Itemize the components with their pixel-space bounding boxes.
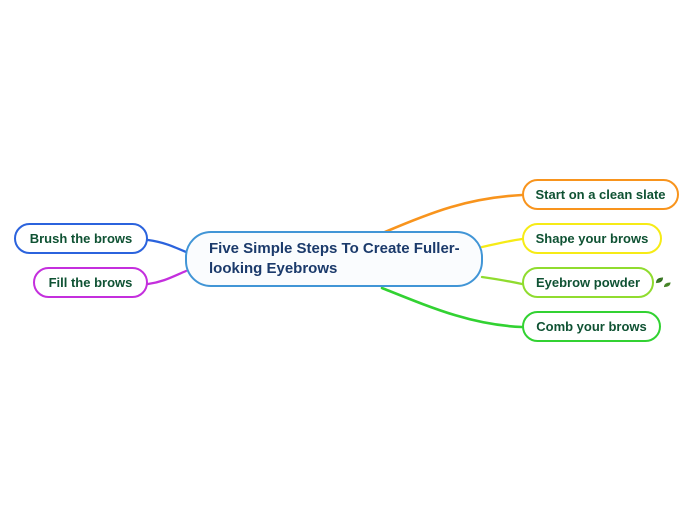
node-label: Comb your brows [536,319,647,334]
node-fill-the-brows[interactable]: Fill the brows [33,267,148,298]
root-node[interactable]: Five Simple Steps To Create Fuller-looki… [185,231,483,287]
connector-start-on-a-clean-slate [383,193,524,234]
node-brush-the-brows[interactable]: Brush the brows [14,223,148,254]
connector-eyebrow-powder [480,275,524,286]
node-label: Start on a clean slate [535,187,666,202]
connector-shape-your-brows [480,237,524,249]
connector-brush-the-brows [146,238,188,254]
node-comb-your-brows[interactable]: Comb your brows [522,311,661,342]
node-start-on-a-clean-slate[interactable]: Start on a clean slate [522,179,679,210]
connector-comb-your-brows [380,286,524,329]
node-label: Eyebrow powder [535,275,641,290]
node-label: Fill the brows [48,275,133,290]
connector-fill-the-brows [146,269,188,286]
node-shape-your-brows[interactable]: Shape your brows [522,223,662,254]
node-label: Brush the brows [29,231,133,246]
node-label: Shape your brows [535,231,649,246]
root-node-label: Five Simple Steps To Create Fuller-looki… [209,240,460,277]
node-eyebrow-powder[interactable]: Eyebrow powder [522,267,654,298]
leaf-icon [655,277,671,288]
